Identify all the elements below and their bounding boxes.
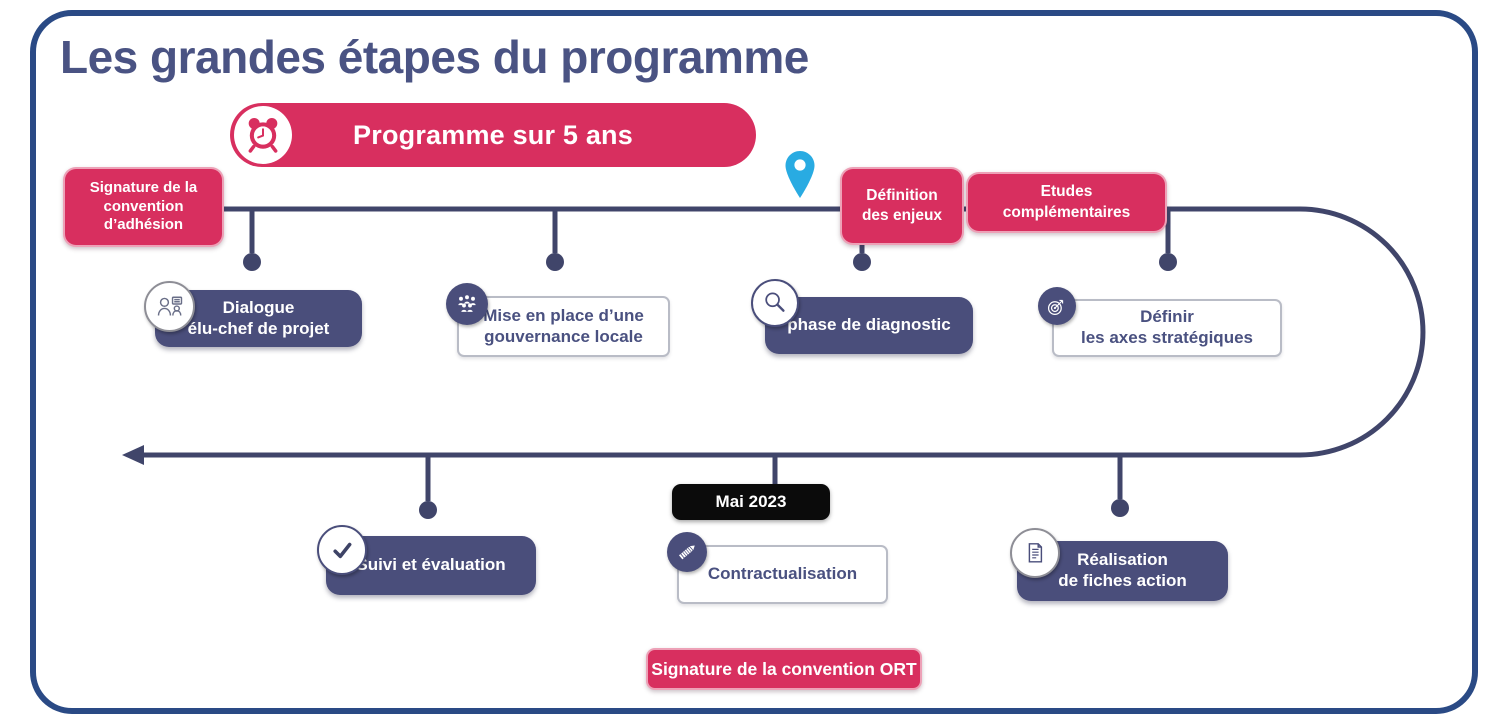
step-gouvernance: Mise en place d’une gouvernance locale (457, 296, 670, 357)
milestone-label: Définition des enjeux (861, 186, 943, 224)
milestone-etudes-complementaires: Etudes complémentaires (966, 172, 1167, 233)
target-icon (1038, 287, 1076, 325)
dialogue-icon (144, 281, 195, 332)
date-label: Mai 2023 (715, 492, 787, 511)
milestone-label: Signature de la convention d’adhésion (89, 178, 198, 234)
group-icon (446, 283, 488, 325)
pencil-icon (667, 532, 707, 572)
step-label: Contractualisation (707, 564, 858, 584)
arrowhead-icon (122, 445, 144, 465)
alarm-clock-icon (234, 106, 292, 164)
magnifier-icon (751, 279, 799, 327)
map-pin-icon (785, 151, 815, 198)
program-duration-banner: Programme sur 5 ans (230, 103, 756, 167)
step-label: Mise en place d’une gouvernance locale (483, 305, 644, 346)
step-label: Définir les axes stratégiques (1081, 307, 1253, 347)
checkmark-icon (317, 525, 367, 575)
step-diagnostic: phase de diagnostic (765, 297, 973, 354)
step-axes-strategiques: Définir les axes stratégiques (1052, 299, 1282, 357)
step-contractualisation: Contractualisation (677, 545, 888, 604)
step-label: phase de diagnostic (787, 315, 951, 335)
document-icon (1010, 528, 1060, 578)
step-label: Dialogue élu-chef de projet (187, 297, 330, 338)
milestone-mai-2023: Mai 2023 (672, 484, 830, 520)
milestone-signature-adhesion: Signature de la convention d’adhésion (63, 167, 224, 247)
step-label: Suivi et évaluation (356, 555, 506, 575)
milestone-signature-ort: Signature de la convention ORT (646, 648, 922, 690)
step-label: Réalisation de fiches action (1058, 550, 1187, 590)
milestone-label: Etudes complémentaires (1002, 183, 1131, 221)
banner-label: Programme sur 5 ans (353, 119, 633, 150)
page-title: Les grandes étapes du programme (60, 31, 809, 83)
milestone-definition-enjeux: Définition des enjeux (840, 167, 964, 245)
milestone-label: Signature de la convention ORT (651, 658, 917, 679)
